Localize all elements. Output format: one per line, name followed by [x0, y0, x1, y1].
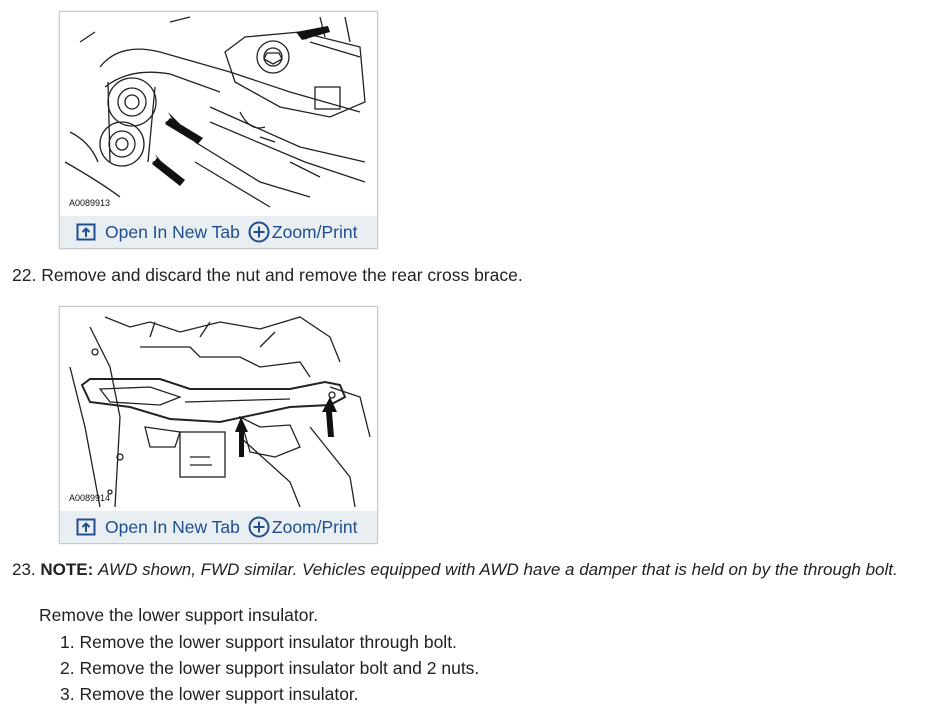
figure-2-zoom-print-button[interactable]: Zoom/Print: [248, 516, 358, 538]
figure-1-open-label: Open In New Tab: [105, 221, 240, 242]
zoom-plus-icon: [248, 516, 270, 538]
substep-2-number: 2.: [60, 658, 75, 678]
open-new-tab-icon: [76, 223, 96, 241]
substep-1-text: Remove the lower support insulator throu…: [79, 632, 457, 652]
figure-1-illustration: [64, 16, 366, 208]
open-new-tab-icon: [76, 518, 96, 536]
step-23: 23. NOTE: AWD shown, FWD similar. Vehicl…: [12, 560, 898, 580]
figure-2: A0089914 Open In New Tab Zoom/Print: [59, 306, 378, 544]
step-23-intro: Remove the lower support insulator.: [39, 605, 319, 625]
note-text: AWD shown, FWD similar. Vehicles equippe…: [98, 560, 898, 579]
substep-3-number: 3.: [60, 684, 75, 704]
substep-3-text: Remove the lower support insulator.: [79, 684, 359, 704]
figure-1-open-new-tab-button[interactable]: Open In New Tab: [76, 222, 240, 243]
figure-1: A0089913 Open In New Tab Zoom/Print: [59, 11, 378, 249]
substep-3: 3. Remove the lower support insulator.: [60, 684, 359, 705]
note-label: NOTE:: [40, 560, 94, 579]
step-22-number: 22.: [12, 265, 37, 285]
step-22-text: Remove and discard the nut and remove th…: [41, 265, 523, 285]
figure-1-zoom-print-button[interactable]: Zoom/Print: [248, 221, 358, 243]
figure-1-toolbar: Open In New Tab Zoom/Print: [60, 216, 377, 248]
figure-2-open-new-tab-button[interactable]: Open In New Tab: [76, 517, 240, 538]
figure-2-open-label: Open In New Tab: [105, 516, 240, 537]
substep-2: 2. Remove the lower support insulator bo…: [60, 658, 479, 679]
step-22: 22. Remove and discard the nut and remov…: [12, 265, 523, 286]
substep-1-number: 1.: [60, 632, 75, 652]
figure-2-code: A0089914: [69, 493, 111, 503]
step-23-number: 23.: [12, 560, 36, 579]
figure-2-illustration: [69, 316, 371, 508]
figure-2-toolbar: Open In New Tab Zoom/Print: [60, 511, 377, 543]
substep-2-text: Remove the lower support insulator bolt …: [79, 658, 480, 678]
substep-1: 1. Remove the lower support insulator th…: [60, 632, 457, 653]
figure-1-code: A0089913: [69, 198, 111, 208]
figure-1-zoom-label: Zoom/Print: [271, 221, 358, 242]
figure-2-zoom-label: Zoom/Print: [271, 516, 358, 537]
zoom-plus-icon: [248, 221, 270, 243]
